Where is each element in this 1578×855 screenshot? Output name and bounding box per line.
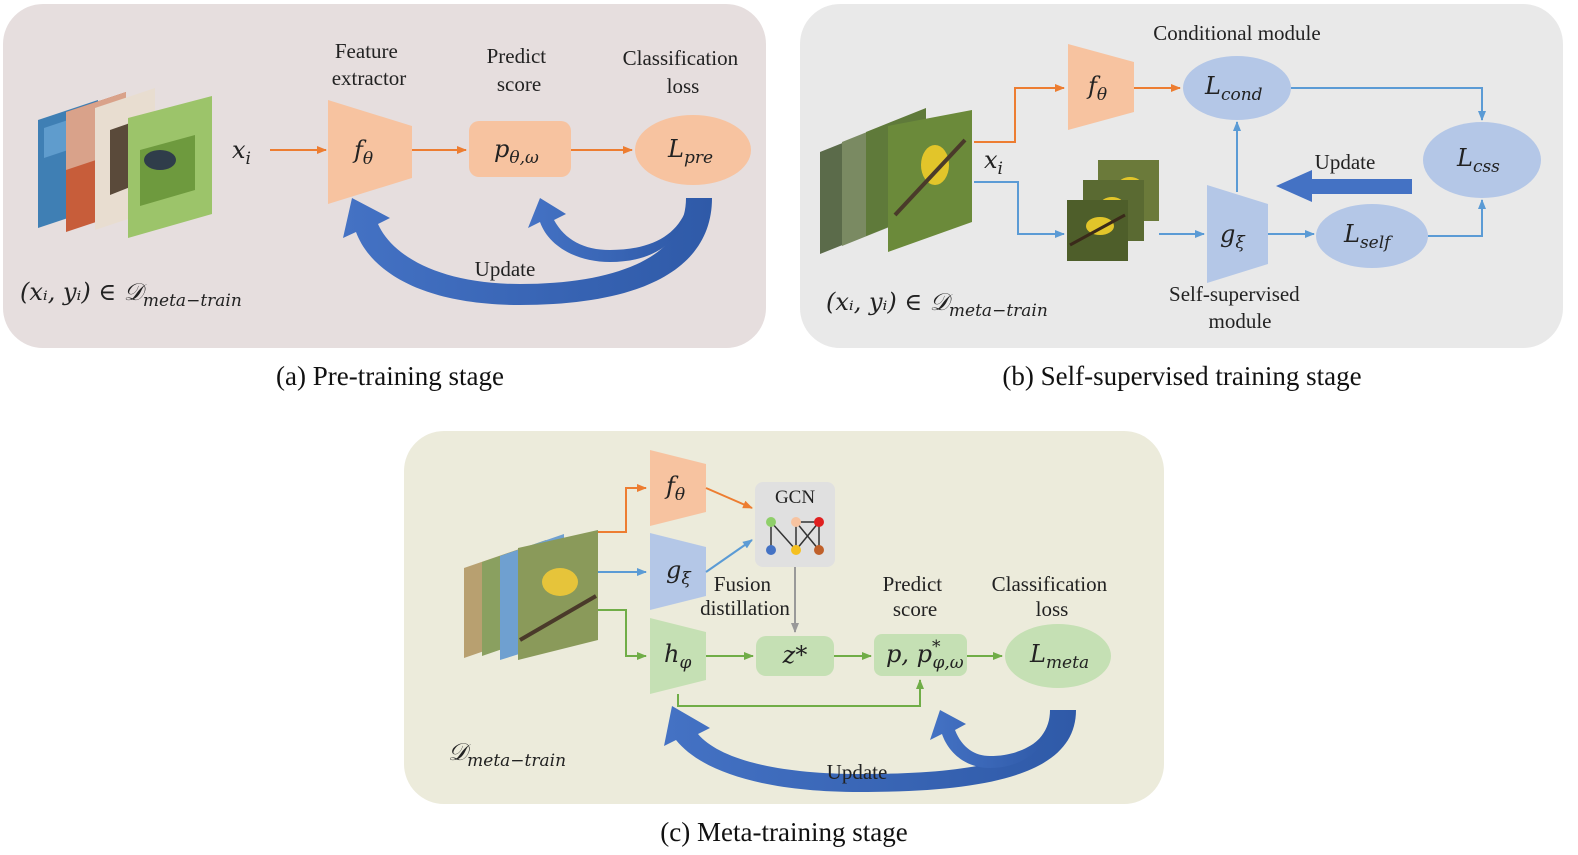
l-css-ellipse: Lcss [1423, 122, 1541, 198]
predict-score-block-c: p, p*φ,ω [874, 634, 967, 676]
svg-text:gξ: gξ [1220, 220, 1246, 253]
svg-text:Lcond: Lcond [1204, 72, 1263, 105]
g-xi-block-c: gξ [650, 533, 706, 610]
svg-text:gξ: gξ [666, 556, 692, 589]
self-supervised-module-label: Self-supervised module [1169, 282, 1305, 333]
arrow-lcond-to-lcss [1291, 87, 1486, 121]
l-meta-ellipse: Lmeta [1005, 624, 1111, 688]
classification-loss-label: Classification loss [623, 46, 744, 98]
svg-text:Lmeta: Lmeta [1029, 640, 1089, 673]
input-image-stack [38, 88, 212, 238]
input-image-stack-b [820, 108, 972, 254]
predict-score-label: Predict score [487, 44, 552, 96]
l-cond-ellipse: Lcond [1183, 56, 1291, 120]
feature-extractor-block: fθ [328, 100, 412, 204]
z-star-block: z* [756, 636, 834, 676]
arrow-input-to-f [974, 84, 1065, 143]
panel-c-background [404, 431, 1164, 804]
dataset-label-b: (xᵢ, yᵢ) ∈ 𝒟meta−train [826, 288, 1048, 321]
update-arrow-large-c [664, 706, 1076, 792]
svg-text:z*: z* [782, 641, 808, 669]
loss-pre-ellipse: Lpre [635, 115, 751, 185]
caption-b: (b) Self-supervised training stage [1002, 361, 1361, 391]
dataset-label-a: (xᵢ, yᵢ) ∈ 𝒟meta−train [20, 278, 242, 311]
input-image-stack-c [464, 530, 598, 660]
arrow-lself-to-lcss [1428, 199, 1486, 237]
caption-c: (c) Meta-training stage [660, 817, 907, 847]
caption-a: (a) Pre-training stage [276, 361, 504, 391]
update-arrow-small-c [930, 710, 1050, 768]
f-theta-block-b: fθ [1068, 44, 1134, 130]
update-arrow-small [528, 198, 686, 262]
fusion-distillation-label: Fusion distillation [700, 572, 790, 620]
update-arrow-large [343, 198, 712, 305]
svg-text:p, p*φ,ω: p, p*φ,ω [886, 637, 964, 673]
arrow-f-to-gcn [705, 487, 753, 509]
augmented-images [1067, 160, 1159, 261]
panel-c: fθ gξ hφ GCN [404, 431, 1164, 804]
h-phi-block: hφ [650, 618, 706, 694]
f-theta-block-c: fθ [650, 450, 706, 526]
panel-b: xi fθ Lcond Conditional module gξ [800, 4, 1563, 348]
svg-text:Lpre: Lpre [667, 135, 713, 168]
arrow-h-skip-to-score [677, 679, 924, 707]
svg-text:Lself: Lself [1343, 220, 1393, 253]
update-label-b: Update [1315, 150, 1376, 174]
update-arrow-b [1276, 170, 1412, 202]
predict-score-label-c: Predict score [883, 572, 948, 621]
arrow-input-to-f-c [598, 484, 647, 533]
arrow-input-to-augment [974, 181, 1065, 238]
update-label-a: Update [475, 257, 536, 281]
gcn-label: GCN [775, 487, 815, 508]
gcn-block: GCN [755, 482, 835, 567]
predict-score-block: pθ,ω [469, 121, 571, 177]
arrow-input-to-h [598, 609, 647, 660]
svg-text:hφ: hφ [664, 640, 691, 673]
feature-extractor-label: Feature extractor [332, 39, 407, 90]
input-x: xi [232, 136, 251, 169]
update-label-c: Update [827, 760, 888, 784]
panel-a: xi fθ Feature extractor pθ,ω Predict sco… [3, 4, 766, 348]
svg-text:Lcss: Lcss [1456, 144, 1500, 177]
g-xi-block-b: gξ [1207, 185, 1268, 283]
arrow-g-to-gcn [705, 539, 753, 573]
input-x-b: xi [984, 146, 1003, 179]
dataset-label-c: 𝒟meta−train [448, 738, 566, 771]
conditional-module-label: Conditional module [1153, 21, 1320, 45]
l-self-ellipse: Lself [1316, 204, 1428, 268]
svg-text:pθ,ω: pθ,ω [494, 135, 539, 168]
classification-loss-label-c: Classification loss [992, 572, 1113, 621]
